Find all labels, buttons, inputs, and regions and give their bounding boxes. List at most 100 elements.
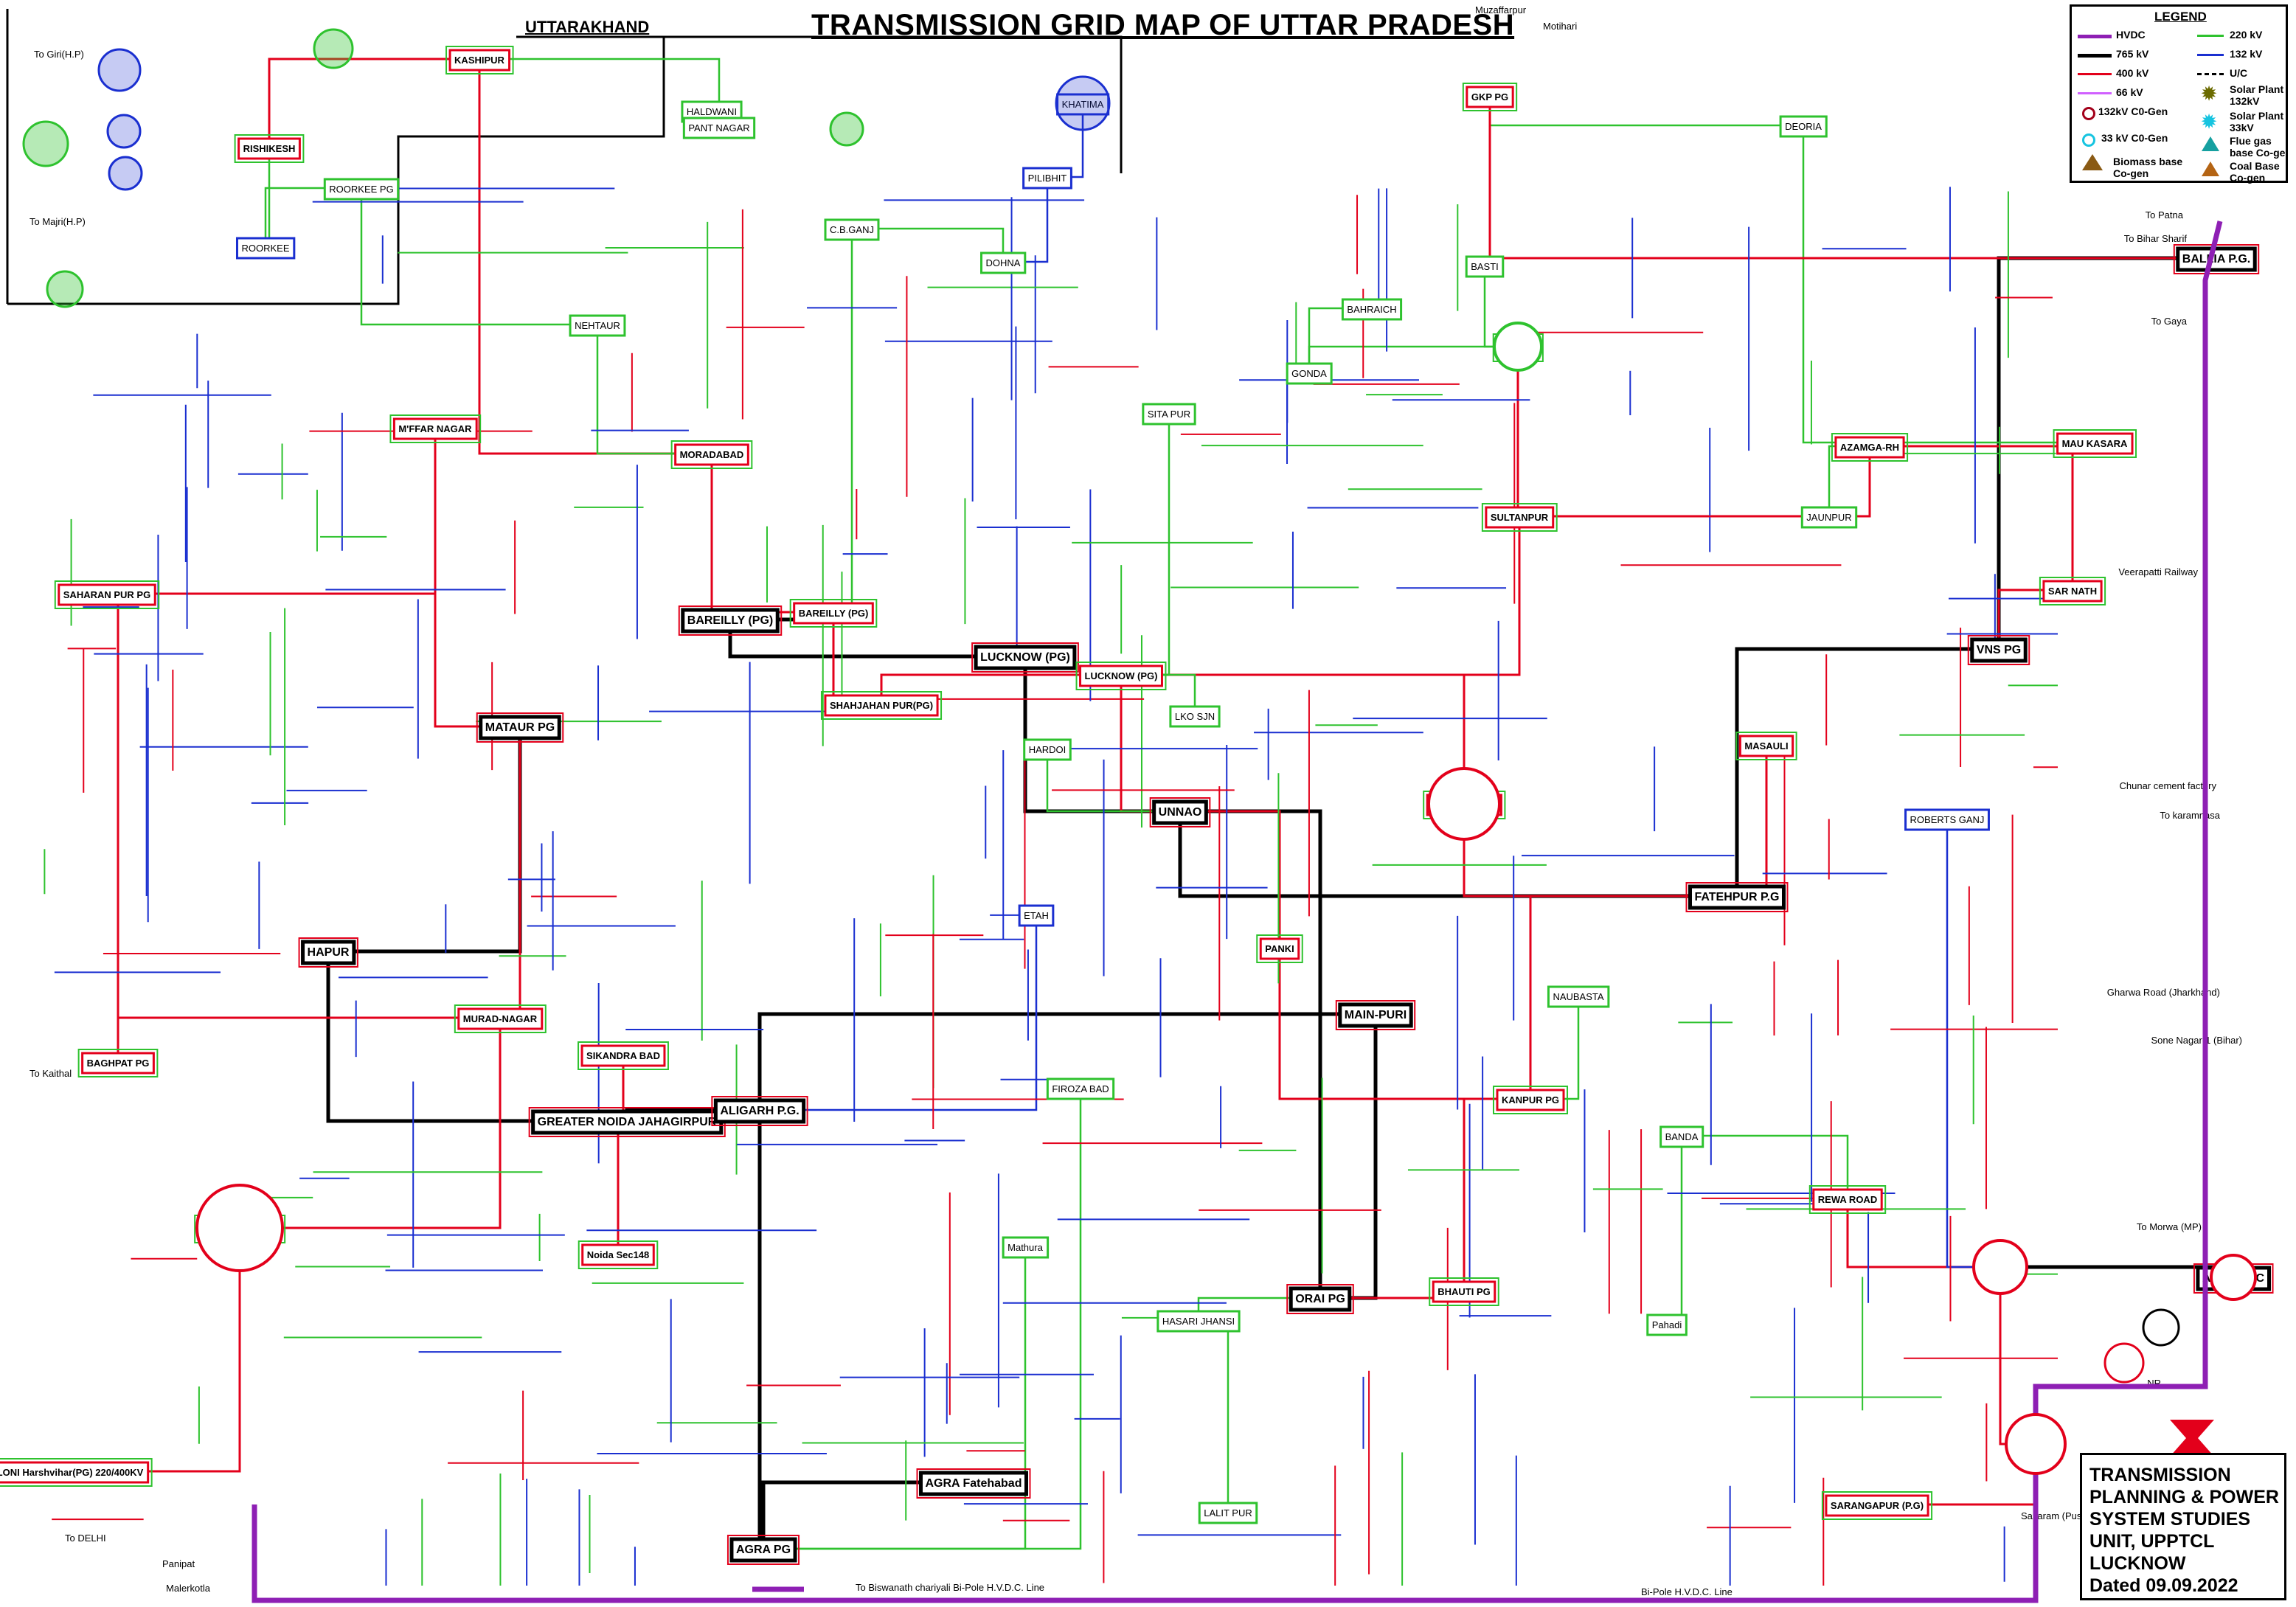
kulhal-hydro-icon: [99, 49, 140, 91]
rihand-plant-ring: [2006, 1415, 2065, 1474]
coal-triangle-icon: [2202, 162, 2219, 176]
substation-etah[interactable]: ETAH: [1019, 906, 1053, 926]
tanda-plant-ring: [1494, 323, 1541, 370]
substation-kanpurpg[interactable]: KANPUR PG: [1494, 1086, 1567, 1114]
legend-item-132kv-cogen: 132kV C0-Gen: [2098, 105, 2168, 117]
substation-shahjahanpur[interactable]: SHAHJAHAN PUR(PG): [822, 692, 941, 719]
substation-sitapur[interactable]: SITA PUR: [1143, 404, 1195, 424]
substation-basti[interactable]: BASTI: [1466, 257, 1503, 277]
substation-label: SIKANDRA BAD: [586, 1050, 660, 1061]
substation-noidasec148[interactable]: Noida Sec148: [579, 1241, 658, 1268]
substation-label: ROBERTS GANJ: [1910, 814, 1985, 825]
substation-bhauti[interactable]: BHAUTI PG: [1429, 1278, 1499, 1305]
substation-mainpuri[interactable]: MAIN-PURI: [1336, 1001, 1415, 1030]
substation-sarnathlko[interactable]: LKO SJN: [1170, 707, 1219, 726]
substation-pilibhit[interactable]: PILIBHIT: [1024, 168, 1072, 188]
substation-roorkee[interactable]: ROORKEE: [237, 238, 294, 258]
substation-label: RISHIKESH: [243, 143, 296, 154]
substation-lalitpur[interactable]: LALIT PUR: [1199, 1503, 1257, 1523]
substation-saharanpur[interactable]: SAHARAN PUR PG: [55, 581, 159, 608]
substation-pantnagar[interactable]: PANT NAGAR: [684, 118, 754, 138]
substation-varanasi[interactable]: VNS PG: [1969, 636, 2029, 664]
substation-greaternoida[interactable]: GREATER NOIDA JAHAGIRPUR: [530, 1108, 725, 1136]
substation-label: FATEHPUR P.G: [1695, 891, 1780, 903]
transmission-line-unchahar-lucknow: [1121, 675, 1464, 804]
substation-jhansi[interactable]: HASARI JHANSI: [1158, 1311, 1239, 1331]
substation-bareillypg[interactable]: BAREILLY (PG): [679, 606, 781, 635]
substation-sikandrabad[interactable]: SIKANDRA BAD: [578, 1042, 668, 1069]
substation-roorkeepg[interactable]: ROORKEE PG: [325, 179, 398, 199]
substation-deoria[interactable]: DEORIA: [1780, 117, 1826, 136]
substation-masauli[interactable]: MASAULI: [1736, 732, 1796, 760]
substation-label: Pahadi: [1652, 1319, 1682, 1330]
substation-orai[interactable]: ORAI PG: [1287, 1285, 1353, 1313]
footer-line-4: UNIT, UPPTCL: [2089, 1530, 2277, 1552]
substation-rishikesh[interactable]: RISHIKESH: [235, 135, 304, 162]
substation-nehtaur[interactable]: NEHTAUR: [570, 316, 625, 336]
exit-label: To Gaya: [2151, 316, 2188, 327]
exit-label: To Giri(H.P): [34, 49, 84, 60]
legend-swatch-33kv-cogen: [2082, 133, 2095, 147]
exit-label: To Kaithal: [30, 1068, 72, 1079]
substation-label: MATAUR PG: [485, 721, 555, 734]
substation-label: ROORKEE PG: [329, 184, 393, 195]
substation-hapur[interactable]: HAPUR: [299, 938, 358, 967]
substation-label: KANPUR PG: [1502, 1094, 1559, 1106]
substation-lucknow[interactable]: LUCKNOW (PG): [1077, 662, 1166, 690]
substation-moradabad[interactable]: MORADABAD: [672, 441, 752, 468]
substation-agrafatehabad[interactable]: AGRA Fatehabad: [918, 1469, 1030, 1498]
substation-mathura[interactable]: Mathura: [1003, 1238, 1047, 1257]
substation-bahraich[interactable]: BAHRAICH: [1342, 299, 1401, 319]
transmission-line-naubasta-kanpurpg: [1530, 996, 1578, 1099]
dhalipur-hydro-icon: [108, 115, 140, 147]
exit-label: To karamnasa: [2160, 810, 2220, 821]
substation-lucknowpg[interactable]: LUCKNOW (PG): [972, 643, 1078, 672]
substation-rewaroad[interactable]: REWA ROAD: [1810, 1186, 1885, 1213]
substation-mau[interactable]: MAU KASARA: [2054, 430, 2136, 457]
substation-panki[interactable]: PANKI: [1257, 935, 1302, 962]
legend-swatch-400kv: [2078, 73, 2112, 75]
substation-ballia[interactable]: BALLIA P.G.: [2174, 245, 2258, 274]
substation-loni[interactable]: LONI Harshvihar(PG) 220/400KV: [0, 1459, 152, 1486]
substation-kashipur[interactable]: KASHIPUR: [446, 46, 513, 74]
substation-label: ETAH: [1024, 910, 1049, 921]
substation-naubasta[interactable]: NAUBASTA: [1548, 987, 1608, 1007]
substation-sarnath[interactable]: SAR NATH: [2040, 577, 2105, 605]
substation-azamgarh[interactable]: AZAMGA-RH: [1832, 434, 1907, 461]
substation-unnao[interactable]: UNNAO: [1151, 798, 1210, 827]
substation-firozabad[interactable]: FIROZA BAD: [1047, 1079, 1113, 1099]
substation-hardoi[interactable]: HARDOI: [1024, 740, 1071, 760]
transmission-line-noidasec148-greaternoida: [618, 1121, 627, 1254]
substation-aligarh[interactable]: ALIGARH P.G.: [712, 1097, 807, 1125]
biomass-triangle-icon: [2082, 154, 2103, 170]
substation-sarangapur[interactable]: SARANGAPUR (P.G): [1822, 1492, 1932, 1519]
exit-label: To Patna: [2146, 209, 2184, 221]
substation-bareilly[interactable]: BAREILLY (PG): [791, 600, 877, 627]
substation-pahadi[interactable]: Pahadi: [1648, 1315, 1687, 1335]
legend-item-132kv: 132 kV: [2230, 48, 2262, 60]
substation-jaunpur[interactable]: JAUNPUR: [1802, 507, 1856, 527]
substation-sultanpur[interactable]: SULTANPUR: [1482, 504, 1557, 531]
legend-item-765kv: 765 kV: [2116, 48, 2148, 60]
substation-cbganj[interactable]: C.B.GANJ: [825, 220, 878, 240]
substation-robertsganj[interactable]: ROBERTS GANJ: [1906, 810, 1989, 830]
dadri-plant-ring: [197, 1185, 282, 1271]
substation-dohna[interactable]: DOHNA: [982, 253, 1025, 273]
substation-fatehpur[interactable]: FATEHPUR P.G: [1687, 883, 1788, 912]
substation-mffarnagar[interactable]: M'FFAR NAGAR: [390, 415, 480, 442]
legend-item-66kv: 66 kV: [2116, 86, 2143, 98]
exit-label: Sone Nagar-1 (Bihar): [2151, 1035, 2242, 1046]
substation-label: C.B.GANJ: [830, 224, 874, 235]
substation-baghpat[interactable]: BAGHPAT PG: [79, 1049, 158, 1077]
flue-gas-triangle-icon: [2202, 136, 2219, 151]
substation-gonda[interactable]: GONDA: [1287, 364, 1331, 383]
chibro-hydro-icon: [24, 122, 68, 166]
transmission-line-mffarnagar-saharanpur: [107, 428, 435, 594]
substation-agra[interactable]: AGRA PG: [728, 1535, 799, 1564]
substation-gorakhpur[interactable]: GKP PG: [1463, 83, 1516, 111]
anpara-plant-ring: [2211, 1255, 2255, 1299]
substation-mataur[interactable]: MATAUR PG: [477, 713, 563, 742]
substation-muradnagar[interactable]: MURAD-NAGAR: [455, 1005, 546, 1032]
substation-banda[interactable]: BANDA: [1661, 1127, 1703, 1147]
substation-label: LONI Harshvihar(PG) 220/400KV: [0, 1467, 144, 1478]
